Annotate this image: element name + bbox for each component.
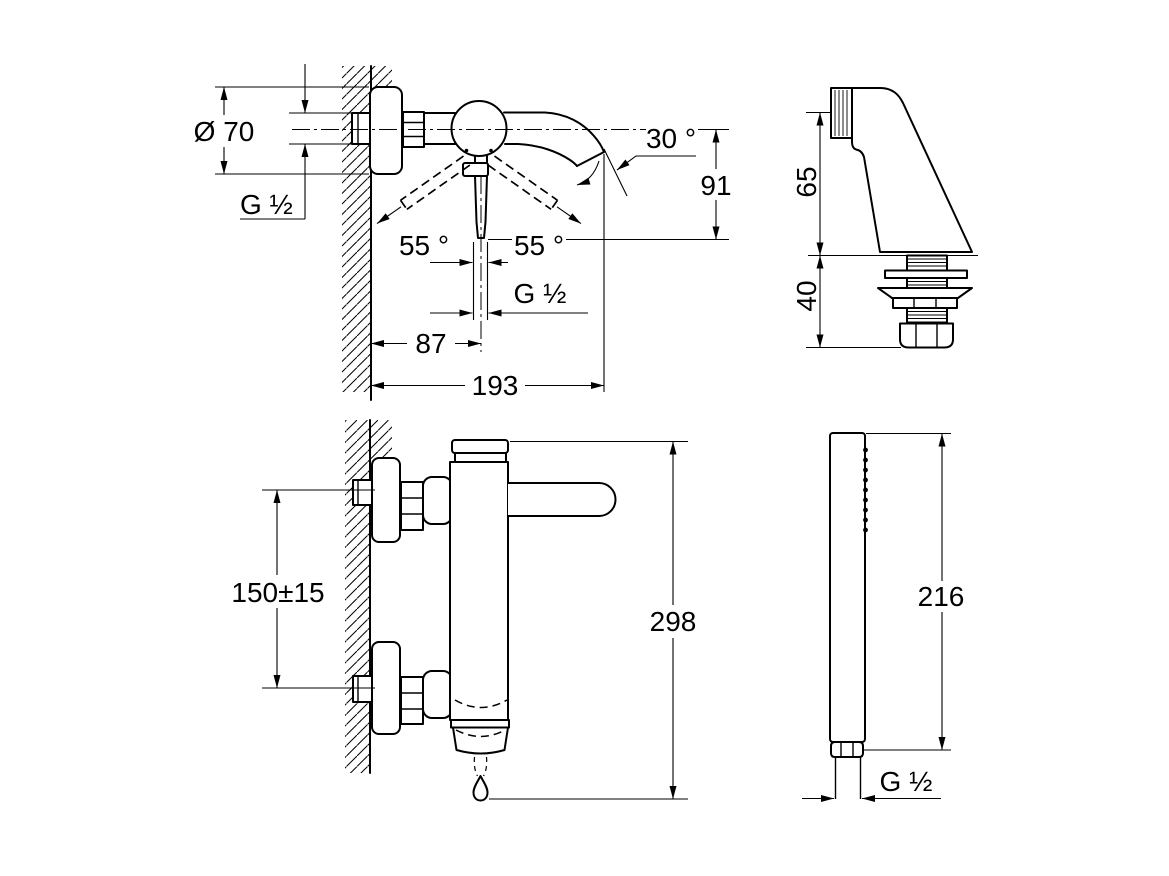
swing-lever-right [487,164,552,210]
angle-ref-line [603,148,628,197]
threaded-shank [906,307,948,325]
swing-lever-right-cap [550,199,559,210]
body-side [449,439,617,802]
dim-swing-left: 55 ° [399,230,449,261]
thread-hatch [907,281,947,286]
connector [423,112,456,145]
centerlines [292,129,646,352]
outlet-cup [452,726,509,755]
inlet-adapter [422,670,453,719]
cap-ring [454,452,507,463]
body-tube [449,461,509,721]
swing-right-arrow [556,206,582,225]
top-cap [451,439,509,454]
dim-wall-thread: G ½ [240,189,293,220]
angle-leader [616,155,696,171]
handle-swing-range [376,155,582,225]
hex-flange [892,297,958,309]
holder-wedge-body [851,87,973,253]
swing-lever-left [406,164,471,210]
wand-body [829,432,866,743]
holder-body [830,87,973,253]
swing-lever-left [400,155,464,201]
dim-swing-right: 55 ° [514,230,564,261]
shower-holder-view: 65 40 [791,87,978,349]
water-stream [473,756,479,777]
spout-bottom-edge [504,143,578,167]
holder-shank [877,254,973,349]
dim-overall-height: 298 [650,606,697,637]
mixer-front-view: Ø 70 G ½ 30 ° 91 55 ° 55 ° [194,64,734,401]
wall-escutcheon [369,86,403,175]
hose-socket [830,87,853,139]
union-nut [400,676,424,725]
supply-nipple [352,479,373,506]
spout-outlet-face [576,151,605,167]
wall-hatch-band-top [370,66,392,90]
thread-hatch [907,258,947,267]
socket-shading [834,90,848,136]
dim-wall-to-center: 87 [415,328,446,359]
dim-handle-thread: G ½ [514,278,567,309]
label-mask [698,169,734,200]
dim-height-above-deck: 65 [791,166,822,197]
wall-escutcheon [371,457,401,543]
label-mask [465,370,525,401]
body-pin [489,148,493,153]
dim-depth-below-deck: 40 [791,280,822,311]
handle-base [462,162,489,177]
swing-left-arrow [376,206,402,225]
dim-inlet-spacing: 150±15 [231,577,324,608]
swing-lever-right [494,155,558,201]
outlet-collar [450,719,510,729]
dim-overall-length: 216 [918,581,965,612]
wall-escutcheon [371,641,401,735]
lever-handle [508,482,617,517]
dim-spout-height: 91 [700,170,731,201]
inlet-adapter [422,476,453,525]
label-mask [194,115,254,147]
flow-direction-arrow [576,160,600,186]
label-mask [644,605,702,638]
dim-spout-angle: 30 ° [646,123,696,154]
fixture [351,86,605,239]
label-mask [224,575,332,608]
mounting-nut [899,322,954,349]
dim-total-projection: 193 [472,370,519,401]
mixer-side-view: 150±15 298 [224,419,702,802]
hand-shower-dimensions: 216 G ½ [802,432,967,802]
front-dimensions: Ø 70 G ½ 30 ° 91 55 ° 55 ° [194,64,734,401]
wall-hatch [345,419,392,774]
union-nut [400,481,424,531]
dim-flange-diameter: Ø 70 [194,116,255,147]
water-drop [472,775,489,802]
wall-hatch-band [345,420,370,773]
dim-connection-thread: G ½ [880,766,933,797]
hose-nut [830,741,864,758]
body-pin [464,148,469,153]
mixer-body [450,100,508,157]
cone-washer [877,287,973,299]
label-mask [915,581,967,612]
threaded-shank [906,277,948,289]
thread-hatch [907,311,947,323]
supply-nipple [351,112,371,145]
shower-wand [829,432,868,799]
supply-nipple [352,675,373,703]
water-stream [482,756,488,777]
connections [352,457,453,735]
washer [884,269,968,279]
label-mask [407,328,455,358]
hidden-edge [454,699,508,709]
side-dimensions: 150±15 298 [224,440,702,800]
spray-nozzles [863,447,868,533]
spout-top-edge [503,111,605,153]
hand-shower-view: 216 G ½ [802,432,967,802]
swing-lever-left-cap [399,199,408,210]
hidden-aerator [455,729,506,738]
wall-hatch-band-top [370,420,392,460]
holder-dimensions: 65 40 [791,111,978,349]
threaded-shank [906,254,948,272]
